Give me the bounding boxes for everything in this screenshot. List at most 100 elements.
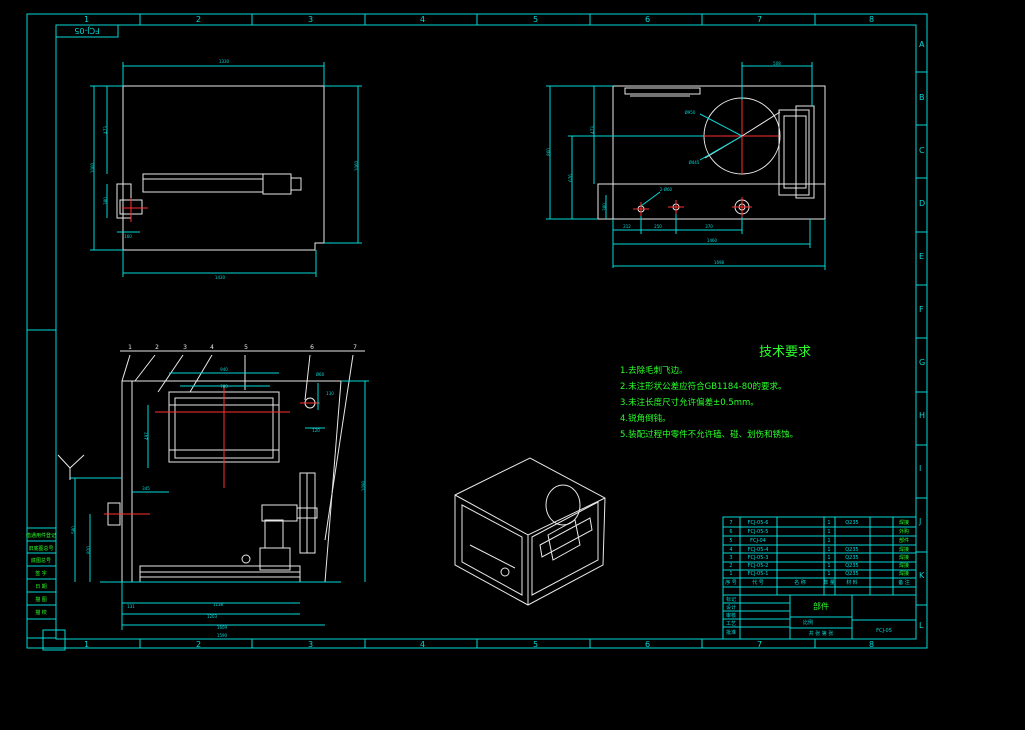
bom-code: FCJ-05-4 (748, 547, 769, 553)
dim-label: 120 (312, 428, 320, 433)
col-label: 8 (869, 15, 874, 24)
dim-label: 820 (86, 546, 91, 554)
bom-note: 部件 (899, 537, 909, 544)
bom-material: Q235 (845, 547, 858, 553)
row-label: B (919, 93, 925, 102)
dim-label: 940 (220, 367, 228, 372)
bom-code: FCJ-05-1 (748, 571, 769, 577)
bom-qty: 1 (827, 538, 830, 544)
dim-label: 1330 (219, 59, 230, 64)
tech-requirement-item: 4.锐角倒钝。 (620, 413, 671, 424)
row-label: F (919, 305, 924, 314)
stamp-cell: 日 期 (35, 584, 47, 590)
col-label: 4 (420, 640, 425, 649)
bom-no: 2 (729, 563, 732, 569)
bom-material: Q235 (845, 520, 858, 526)
tech-requirement-item: 3.未注长度尺寸允许偏差±0.5mm。 (620, 397, 759, 408)
bom-header: 名 称 (794, 579, 806, 586)
bom-qty: 1 (827, 555, 830, 561)
dim-label: 508 (773, 61, 781, 66)
left-stamp-column: 借通用件登记 旧底图总号 底图总号 签 字 日 期 描 图 描 校 (26, 527, 66, 651)
dim-label: Ø445 (689, 160, 700, 165)
dim-label: 2-Ø60 (660, 187, 673, 192)
stamp-cell: 签 字 (35, 570, 47, 577)
title-block: 7 FCJ-05-6 1 Q235 焊接 6 FCJ-05-5 1 外购 5 F… (722, 516, 917, 640)
bom-no: 1 (729, 571, 732, 577)
row-label: E (919, 252, 924, 261)
bom-note: 焊接 (899, 519, 909, 526)
dim-label: 1060 (354, 160, 359, 171)
row-label: G (919, 358, 925, 367)
row-label: K (919, 571, 925, 580)
col-label: 6 (645, 15, 650, 24)
tech-requirement-item: 5.装配过程中零件不允许磕、碰、划伤和锈蚀。 (620, 429, 798, 440)
dim-label: 160 (124, 234, 132, 239)
bom-material: Q235 (845, 571, 858, 577)
col-label: 3 (308, 640, 313, 649)
row-label: J (918, 517, 921, 526)
part-type: 部件 (813, 601, 829, 611)
sign-row: 审核 (726, 612, 736, 619)
row-label: A (919, 40, 925, 49)
tech-requirements-title: 技术要求 (759, 345, 811, 360)
row-label: I (919, 464, 921, 473)
tech-requirement-item: 2.未注形状公差应符合GB1184-80的要求。 (620, 381, 787, 392)
sign-row: 批准 (726, 629, 736, 636)
scale-label: 比例 (803, 619, 813, 626)
dim-label: 380 (602, 203, 607, 211)
col-label: 7 (757, 640, 762, 649)
dim-label: Ø60 (316, 372, 325, 377)
bom-code: FCJ-05-5 (748, 529, 769, 535)
bom-note: 焊接 (899, 570, 909, 577)
dim-label: 1060 (90, 162, 95, 173)
bom-no: 4 (729, 547, 732, 553)
bom-code: FCJ-04 (750, 538, 766, 544)
bom-qty: 1 (827, 563, 830, 569)
side-view: 508 860 473 676 380 Ø950 Ø445 2-Ø60 212 … (546, 61, 826, 270)
bom-qty: 1 (827, 571, 830, 577)
dim-label: 1698 (714, 260, 725, 265)
sign-row: 标记 (726, 596, 736, 603)
bom-qty: 1 (827, 520, 830, 526)
isometric-view (454, 457, 606, 606)
bom-note: 焊接 (899, 554, 909, 561)
drawing-number-box (55, 24, 119, 38)
dim-label: 130 (326, 391, 334, 396)
sign-row: 设计 (726, 604, 736, 611)
top-view-outline (121, 380, 342, 583)
part-balloon: 2 (155, 344, 159, 351)
front-view: 1330 1430 1060 1060 473 380 160 (90, 59, 362, 280)
stamp-cell: 描 图 (35, 596, 47, 603)
bom-header: 材 料 (846, 579, 858, 586)
dim-label: 250 (654, 224, 662, 229)
bom-note: 焊接 (899, 562, 909, 569)
dim-label: 676 (568, 174, 573, 182)
dim-label: 780 (220, 384, 228, 389)
dim-label: 345 (142, 486, 150, 491)
col-label: 2 (196, 640, 201, 649)
bom-header: 代 号 (752, 579, 764, 586)
dim-label: 131 (127, 604, 135, 609)
dim-label: Ø950 (685, 110, 696, 115)
bom-material: Q235 (845, 555, 858, 561)
col-label: 1 (84, 640, 89, 649)
inner-border (55, 24, 917, 640)
dim-label: 1460 (707, 238, 718, 243)
part-balloon: 7 (353, 344, 357, 351)
col-label: 5 (533, 15, 538, 24)
bom-no: 6 (729, 529, 732, 535)
view-direction-symbol (57, 454, 85, 480)
top-view: 1 2 3 4 5 6 7 940 780 497 130 120 Ø60 34… (57, 344, 369, 638)
dim-label: 212 (623, 224, 631, 229)
bom-header: 数 量 (823, 579, 835, 586)
dim-label: 1590 (217, 633, 228, 638)
stamp-cell: 旧底图总号 (28, 545, 53, 552)
dim-label: 473 (590, 126, 595, 134)
part-balloon: 3 (183, 344, 187, 351)
sign-row: 工艺 (726, 621, 736, 627)
dim-label: 1203 (207, 614, 218, 619)
dim-label: 473 (103, 126, 108, 134)
bom-material: Q235 (845, 563, 858, 569)
front-view-body (122, 85, 325, 251)
